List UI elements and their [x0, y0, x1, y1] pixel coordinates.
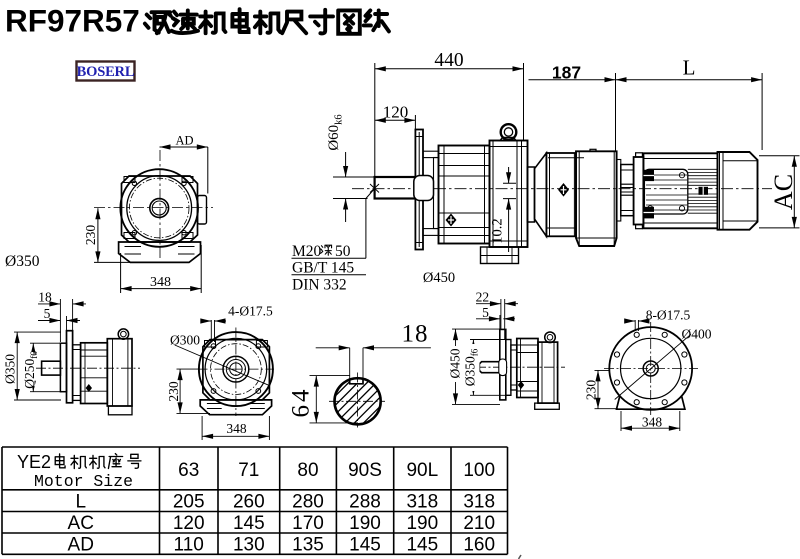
- svg-text:Ø250f6: Ø250f6: [22, 351, 39, 389]
- svg-text:90S: 90S: [348, 460, 382, 481]
- svg-text:130: 130: [233, 535, 265, 556]
- svg-text:4-Ø17.5: 4-Ø17.5: [228, 304, 273, 319]
- svg-text:Ø350: Ø350: [5, 253, 40, 270]
- svg-text:160: 160: [463, 535, 495, 556]
- svg-text:8-Ø17.5: 8-Ø17.5: [646, 307, 691, 322]
- svg-text:BOSERL: BOSERL: [77, 64, 135, 80]
- svg-text:Ø400: Ø400: [682, 327, 712, 342]
- svg-text:120: 120: [173, 513, 205, 534]
- svg-text:205: 205: [173, 492, 205, 513]
- svg-text:100: 100: [463, 460, 495, 481]
- svg-text:230: 230: [83, 225, 98, 246]
- svg-text:18: 18: [38, 290, 52, 305]
- svg-text:AC: AC: [68, 513, 94, 534]
- svg-text:230: 230: [584, 380, 599, 401]
- svg-text:318: 318: [463, 492, 495, 513]
- svg-text:348: 348: [150, 275, 171, 290]
- svg-text:120: 120: [383, 102, 409, 121]
- svg-text:10.2: 10.2: [490, 218, 506, 243]
- svg-text:318: 318: [406, 492, 438, 513]
- svg-text:80: 80: [297, 460, 318, 481]
- svg-text:260: 260: [233, 492, 265, 513]
- svg-text:348: 348: [226, 421, 247, 436]
- svg-text:Ø450: Ø450: [448, 348, 463, 378]
- svg-text:440: 440: [434, 50, 463, 71]
- svg-text:348: 348: [642, 415, 663, 430]
- svg-text:288: 288: [349, 492, 381, 513]
- svg-text:L: L: [683, 56, 696, 80]
- svg-text:Ø350f6: Ø350f6: [463, 348, 480, 386]
- svg-text:M20: M20: [292, 243, 322, 260]
- svg-text:Ø300: Ø300: [170, 332, 200, 347]
- svg-text:22: 22: [476, 290, 490, 305]
- svg-text:90L: 90L: [406, 460, 438, 481]
- svg-text:187: 187: [552, 62, 581, 82]
- svg-text:135: 135: [292, 535, 324, 556]
- svg-text:YE2: YE2: [17, 452, 51, 472]
- svg-text:280: 280: [292, 492, 324, 513]
- svg-text:DIN 332: DIN 332: [292, 277, 347, 294]
- svg-text:210: 210: [463, 513, 495, 534]
- svg-text:230: 230: [166, 381, 181, 402]
- svg-text:50: 50: [335, 243, 351, 260]
- svg-text:110: 110: [174, 535, 204, 556]
- svg-text:Ø450: Ø450: [423, 270, 455, 286]
- svg-text:AD: AD: [68, 535, 94, 556]
- svg-text:71: 71: [238, 460, 259, 481]
- svg-text:AD: AD: [175, 133, 193, 147]
- svg-text:145: 145: [406, 535, 438, 556]
- svg-text:145: 145: [349, 535, 381, 556]
- svg-text:145: 145: [233, 513, 265, 534]
- svg-text:5: 5: [482, 305, 489, 320]
- svg-text:5: 5: [44, 306, 51, 321]
- svg-text:63: 63: [178, 460, 199, 481]
- svg-text:Motor Size: Motor Size: [34, 472, 133, 491]
- svg-text:64: 64: [288, 387, 315, 418]
- svg-text:GB/T 145: GB/T 145: [292, 260, 354, 277]
- svg-text:170: 170: [292, 513, 324, 534]
- svg-text:AC: AC: [769, 174, 798, 210]
- svg-text:190: 190: [349, 513, 381, 534]
- svg-text:L: L: [75, 492, 86, 513]
- svg-text:RF97R57: RF97R57: [5, 3, 140, 39]
- svg-text:190: 190: [406, 513, 438, 534]
- svg-text:Ø350: Ø350: [3, 354, 18, 384]
- svg-text:18: 18: [402, 321, 429, 348]
